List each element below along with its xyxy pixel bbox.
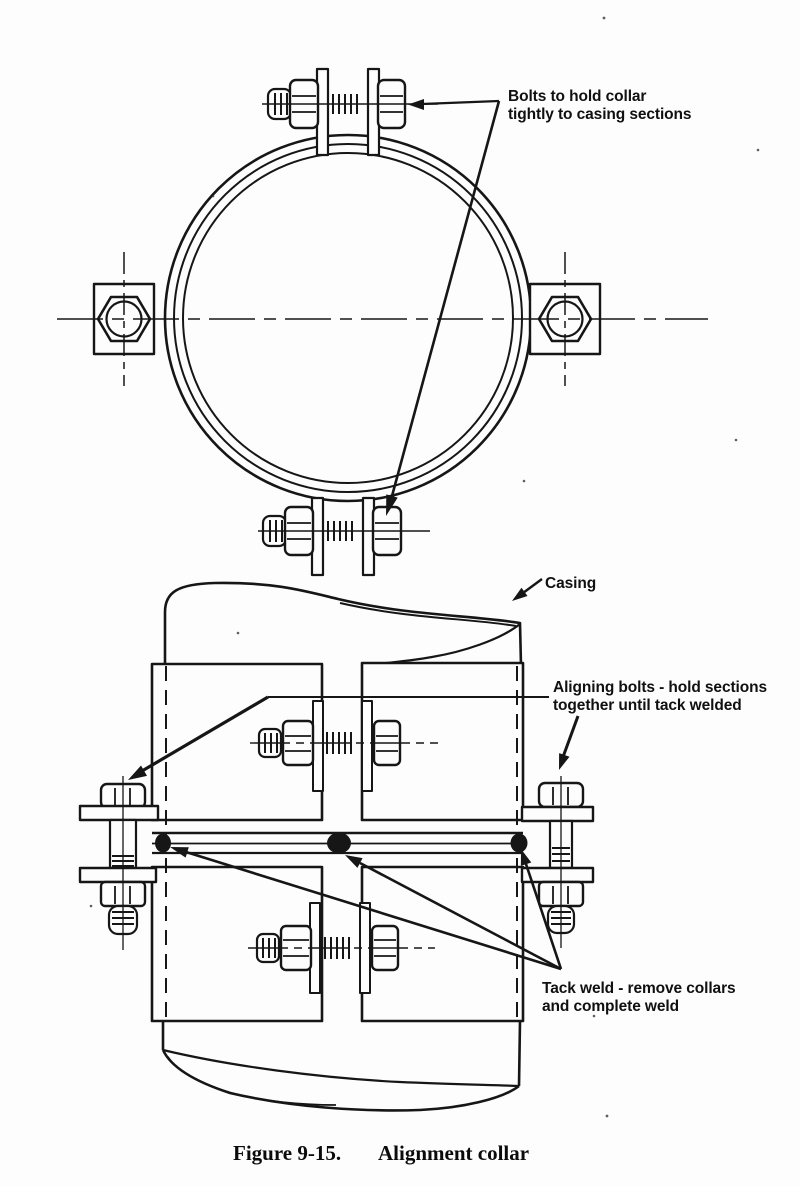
left-aligning-lower-flange bbox=[78, 866, 158, 884]
label-bolts-collar-line1: Bolts to hold collar bbox=[508, 88, 646, 105]
label-casing: Casing bbox=[545, 575, 596, 592]
casing-bottom-rim bbox=[161, 1020, 522, 1112]
leader-aligning-bolt-right bbox=[559, 715, 580, 770]
figure-caption-number: Figure 9-15. bbox=[233, 1141, 341, 1165]
arrowhead-bottom-bolt bbox=[386, 494, 398, 516]
label-tack-weld-line1: Tack weld - remove collars bbox=[542, 980, 736, 997]
upper-bolt-right-ear bbox=[361, 700, 373, 792]
casing-top-rim bbox=[163, 581, 523, 667]
upper-collar-bolt bbox=[250, 700, 438, 792]
label-aligning-bolts-line2: together until tack welded bbox=[553, 697, 742, 714]
leader-tack-weld-right bbox=[520, 849, 563, 970]
arrowhead-tack-weld-left bbox=[170, 847, 189, 858]
tack-weld-dot-right bbox=[510, 833, 528, 853]
scan-specks bbox=[89, 16, 760, 1118]
top-view-collar-plan bbox=[57, 67, 708, 577]
label-bolts-collar-line2: tightly to casing sections bbox=[508, 106, 691, 123]
bottom-clamp-bolt bbox=[258, 496, 430, 577]
leader-bolts-collar-bottom bbox=[386, 100, 501, 516]
arrowhead-right-aligning-bolt bbox=[559, 753, 570, 770]
casing-joint-seam bbox=[152, 831, 528, 855]
tack-weld-dot-left bbox=[155, 833, 171, 853]
leader-tack-weld-center bbox=[345, 855, 562, 971]
leader-arrows bbox=[128, 99, 580, 971]
upper-bolt-left-ear bbox=[312, 700, 324, 792]
left-aligning-upper-flange bbox=[78, 804, 160, 822]
leader-aligning-bolt-left bbox=[128, 695, 549, 780]
left-aligning-bolt bbox=[78, 776, 160, 950]
arrowhead-top-bolt bbox=[408, 99, 424, 110]
arrowhead-casing bbox=[512, 587, 528, 601]
leader-casing bbox=[512, 578, 543, 601]
label-tack-weld-line2: and complete weld bbox=[542, 998, 679, 1015]
arrowhead-tack-weld-center bbox=[345, 855, 363, 868]
side-view-collar-on-casing bbox=[78, 581, 595, 1112]
tack-weld-dot-center bbox=[327, 832, 351, 854]
right-aligning-upper-flange bbox=[520, 805, 595, 823]
figure-caption: Figure 9-15. Alignment collar bbox=[233, 1141, 529, 1165]
label-aligning-bolts-line1: Aligning bolts - hold sections bbox=[553, 679, 767, 696]
figure-caption-title: Alignment collar bbox=[378, 1141, 529, 1165]
leader-bolts-collar-top bbox=[408, 99, 500, 110]
labels: Bolts to hold collar tightly to casing s… bbox=[233, 88, 767, 1165]
lower-collar-bolt bbox=[248, 902, 435, 994]
collar-inner-circle bbox=[173, 143, 523, 493]
right-aligning-bolt bbox=[520, 776, 595, 948]
top-clamp-bolt bbox=[262, 67, 438, 157]
arrowhead-tack-weld-right bbox=[520, 849, 532, 866]
arrowhead-left-aligning-bolt bbox=[128, 765, 147, 780]
casing-circle bbox=[182, 152, 514, 484]
leader-tack-weld-left bbox=[170, 847, 562, 971]
